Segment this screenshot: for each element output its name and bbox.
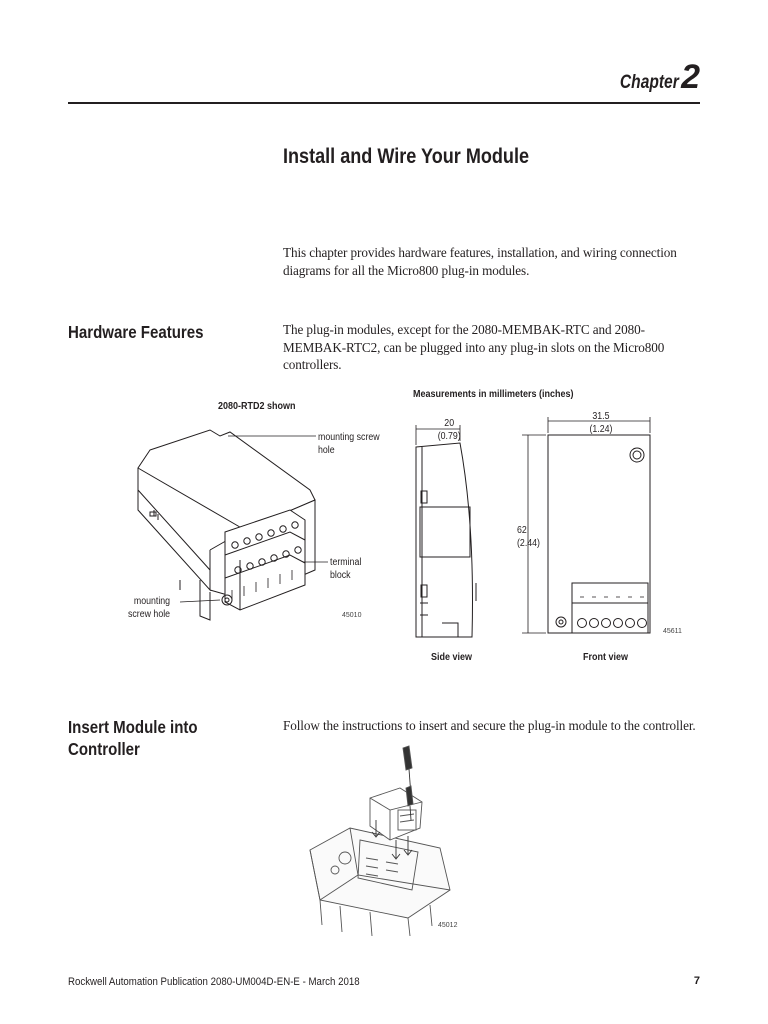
insert-module-heading: Insert Module into Controller [68, 717, 198, 759]
left-figure-title: 2080-RTD2 shown [218, 401, 296, 412]
chapter-rule [68, 102, 700, 104]
callout-mounting-screw-hole-top: mounting screw hole [318, 432, 380, 456]
front-view-caption: Front view [583, 652, 629, 663]
hardware-features-paragraph: The plug-in modules, except for the 2080… [283, 322, 665, 372]
intro-paragraph: This chapter provides hardware features,… [283, 245, 677, 278]
chapter-word: Chapter [620, 72, 680, 93]
page-title: Install and Wire Your Module [283, 145, 530, 168]
hardware-features-heading: Hardware Features [68, 322, 204, 342]
footer-page-number: 7 [693, 975, 700, 987]
chapter-label: Chapter2 [607, 58, 700, 97]
side-view-caption: Side view [431, 652, 473, 663]
insert-module-illustration [309, 745, 451, 937]
footer-publication: Rockwell Automation Publication 2080-UM0… [68, 976, 360, 988]
front-width-dimension: 31.5 (1.24) [589, 411, 613, 435]
module-dimension-drawing [415, 417, 651, 638]
insert-figure-number: 45012 [438, 922, 458, 929]
side-width-dimension: 20 (0.79) [437, 418, 461, 442]
module-isometric-illustration [137, 429, 328, 621]
callout-terminal-block: terminal block [330, 557, 362, 581]
left-figure-number: 45010 [342, 612, 362, 619]
right-figure-number: 45611 [663, 628, 682, 635]
insert-module-paragraph: Follow the instructions to insert and se… [283, 718, 696, 733]
right-figure-title: Measurements in millimeters (inches) [413, 389, 574, 400]
chapter-number: 2 [681, 58, 700, 96]
height-dimension: 62 (2.44) [517, 525, 540, 549]
callout-mounting-screw-hole-left: mounting screw hole [128, 596, 171, 620]
